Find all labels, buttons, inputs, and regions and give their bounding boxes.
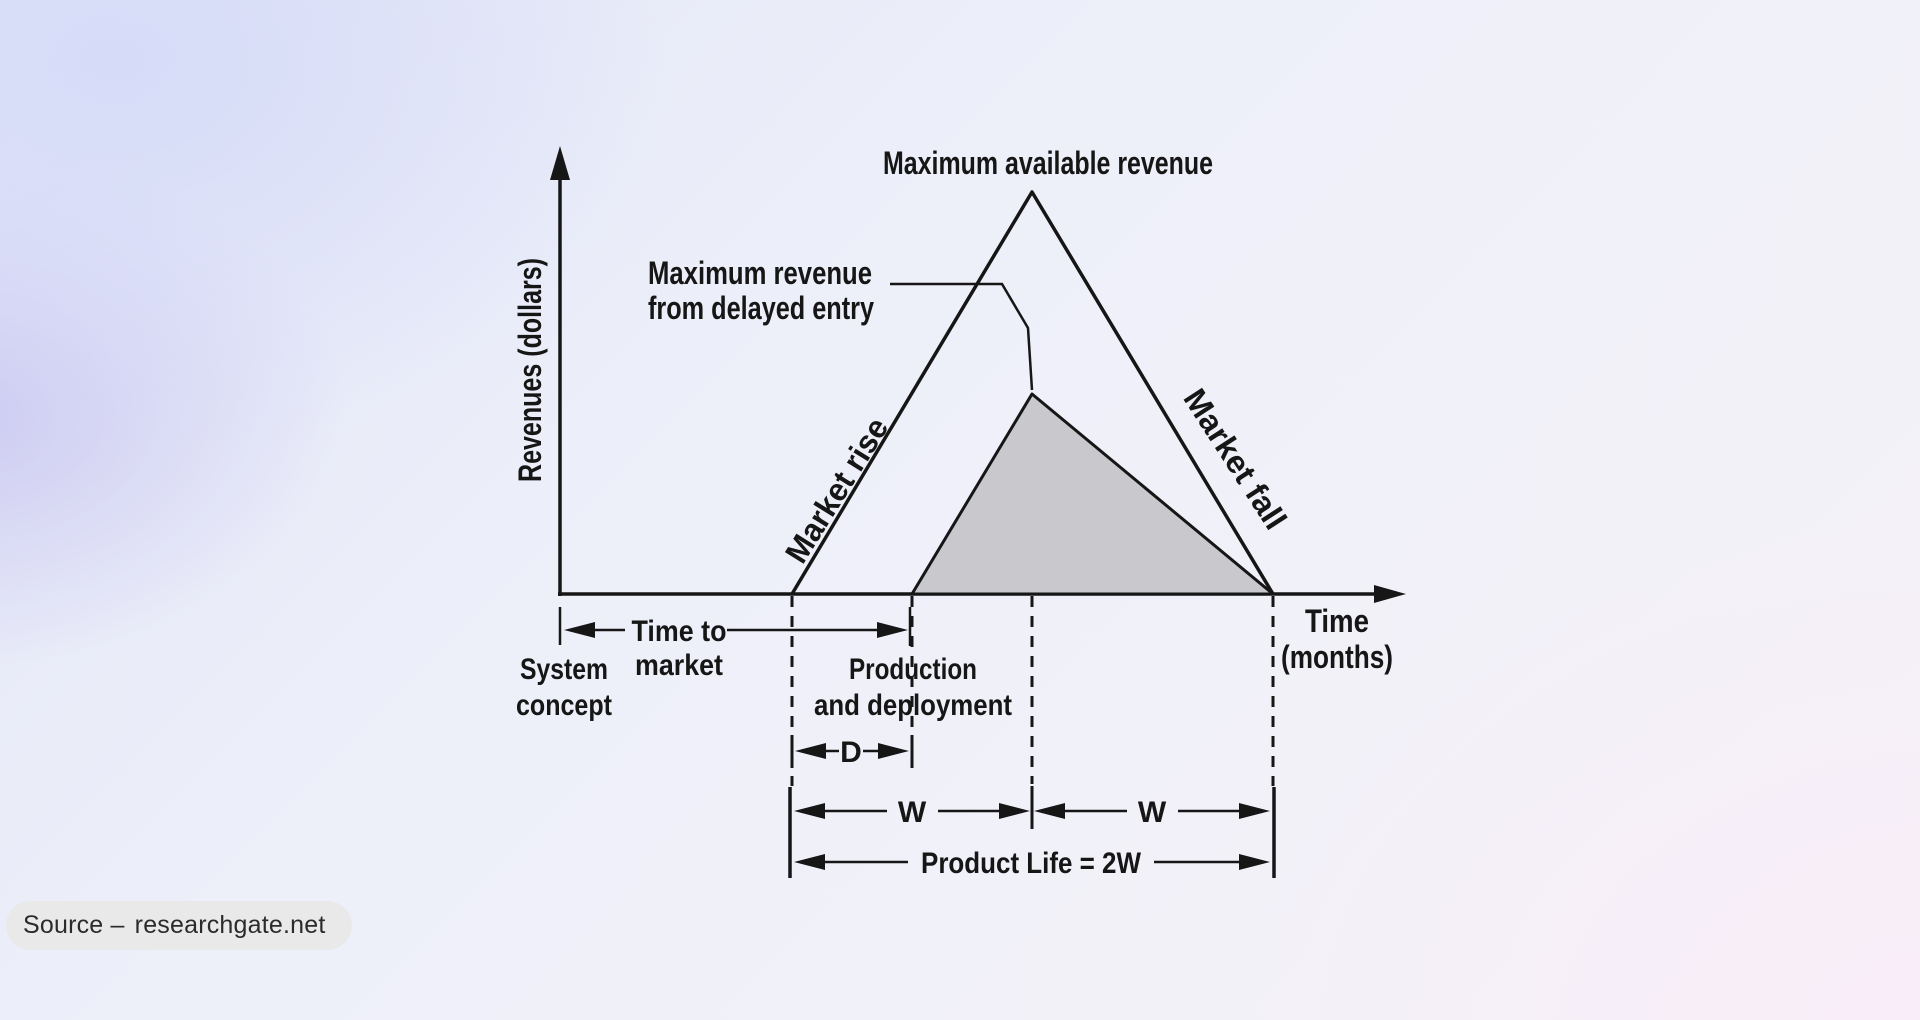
d-dim-left-arrow-icon [795, 743, 826, 759]
market-fall-label: Market fall [1177, 382, 1294, 536]
max-revenue-triangle [790, 190, 1275, 595]
product-life-label: Product Life = 2W [921, 847, 1142, 880]
source-site: researchgate.net [134, 911, 326, 939]
w2-left-arrow-icon [1034, 803, 1065, 819]
delayed-entry-label-line2: from delayed entry [648, 290, 874, 326]
system-concept-label-line1: System [520, 653, 608, 686]
product-life-right-arrow-icon [1239, 854, 1270, 870]
x-axis-label-line2: (months) [1281, 639, 1393, 675]
production-label-line2: and deployment [814, 689, 1012, 722]
system-concept-label-line2: concept [516, 689, 612, 722]
market-rise-label: Market rise [778, 411, 895, 569]
w1-right-arrow-icon [999, 803, 1030, 819]
time-to-market-right-arrow-icon [877, 622, 908, 638]
max-available-revenue-label: Maximum available revenue [883, 145, 1213, 181]
delayed-entry-leader-line [890, 282, 1034, 391]
time-to-market-left-arrow-icon [564, 622, 595, 638]
dim-w-right-label: W [1138, 796, 1167, 829]
time-to-market-label-line1: Time to [632, 615, 727, 648]
time-to-market-label-line2: market [635, 649, 723, 682]
product-life-left-arrow-icon [794, 854, 825, 870]
y-axis-label: Revenues (dollars) [512, 258, 548, 482]
source-prefix: Source – [23, 911, 125, 939]
w2-right-arrow-icon [1239, 803, 1270, 819]
y-axis-arrowhead-icon [550, 146, 570, 180]
dim-w-left-label: W [898, 796, 927, 829]
d-dim-right-arrow-icon [878, 743, 909, 759]
w1-left-arrow-icon [794, 803, 825, 819]
source-attribution-badge: Source – researchgate.net [6, 901, 352, 950]
dim-d-label: D [840, 736, 862, 769]
production-label-line1: Production [849, 653, 977, 686]
delayed-entry-label-line1: Maximum revenue [648, 255, 872, 291]
delayed-revenue-triangle [910, 392, 1275, 596]
x-axis-arrowhead-icon [1374, 585, 1406, 603]
x-axis-label-line1: Time [1305, 603, 1369, 639]
